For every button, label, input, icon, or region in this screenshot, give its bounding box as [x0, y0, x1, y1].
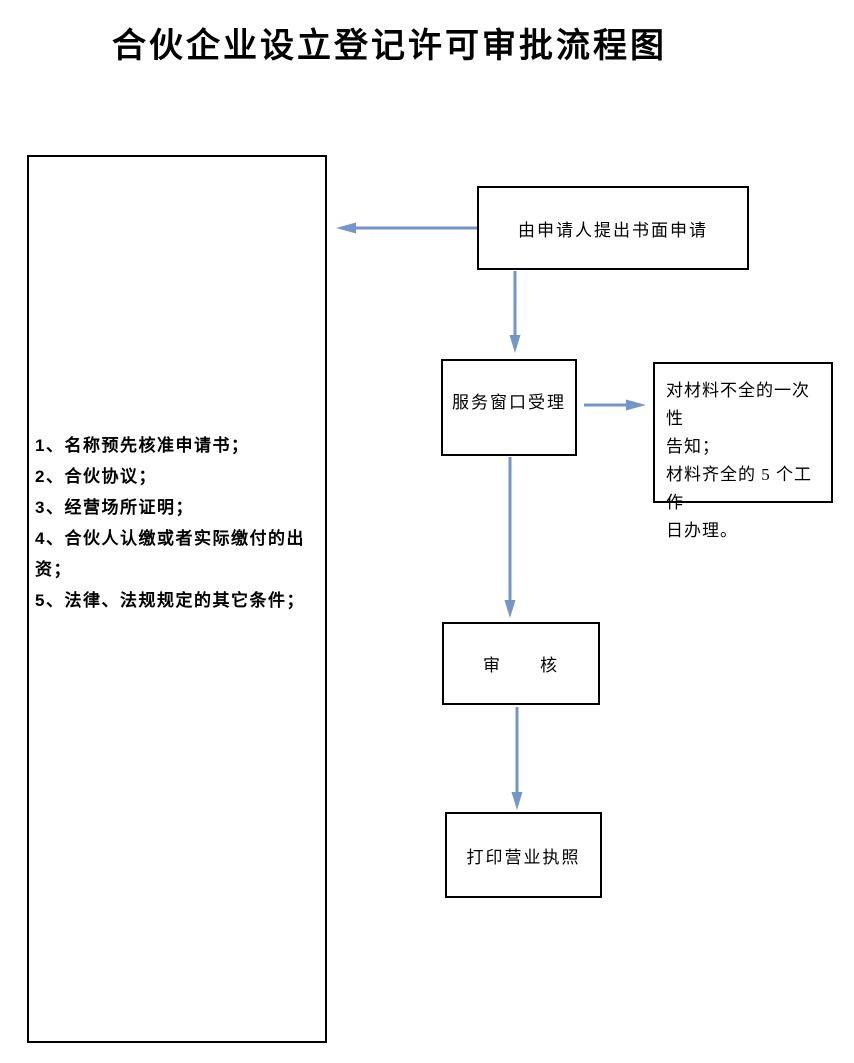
- node-apply-label: 由申请人提出书面申请: [518, 220, 708, 240]
- requirement-item: 5、法律、法规规定的其它条件；: [35, 591, 305, 610]
- node-print-license-label: 打印营业执照: [466, 847, 581, 867]
- node-apply: 由申请人提出书面申请: [477, 186, 749, 270]
- node-print-license: 打印营业执照: [445, 812, 602, 898]
- requirement-item: 2、合伙协议；: [35, 467, 157, 486]
- node-review: 审 核: [442, 622, 600, 705]
- requirement-item: 3、经营场所证明；: [35, 498, 194, 517]
- node-service-window-label: 服务窗口受理: [452, 393, 566, 412]
- arrow-service-to-review-icon: [504, 457, 516, 618]
- arrow-review-to-print-icon: [511, 707, 523, 810]
- page-title: 合伙企业设立登记许可审批流程图: [112, 27, 667, 65]
- requirements-panel: 1、名称预先核准申请书； 2、合伙协议； 3、经营场所证明； 4、合伙人认缴或者…: [27, 155, 327, 1043]
- arrow-service-to-notice-icon: [584, 399, 646, 411]
- requirement-item: 4、合伙人认缴或者实际缴付的出资；: [35, 529, 305, 579]
- arrow-apply-to-service-icon: [509, 271, 521, 353]
- arrow-apply-to-requirements-icon: [336, 222, 477, 234]
- node-notice: 对材料不全的一次性 告知； 材料齐全的 5 个工作 日办理。: [653, 362, 833, 540]
- requirement-item: 1、名称预先核准申请书；: [35, 436, 250, 455]
- node-review-label: 审 核: [483, 656, 559, 675]
- node-service-window: 服务窗口受理: [441, 359, 577, 456]
